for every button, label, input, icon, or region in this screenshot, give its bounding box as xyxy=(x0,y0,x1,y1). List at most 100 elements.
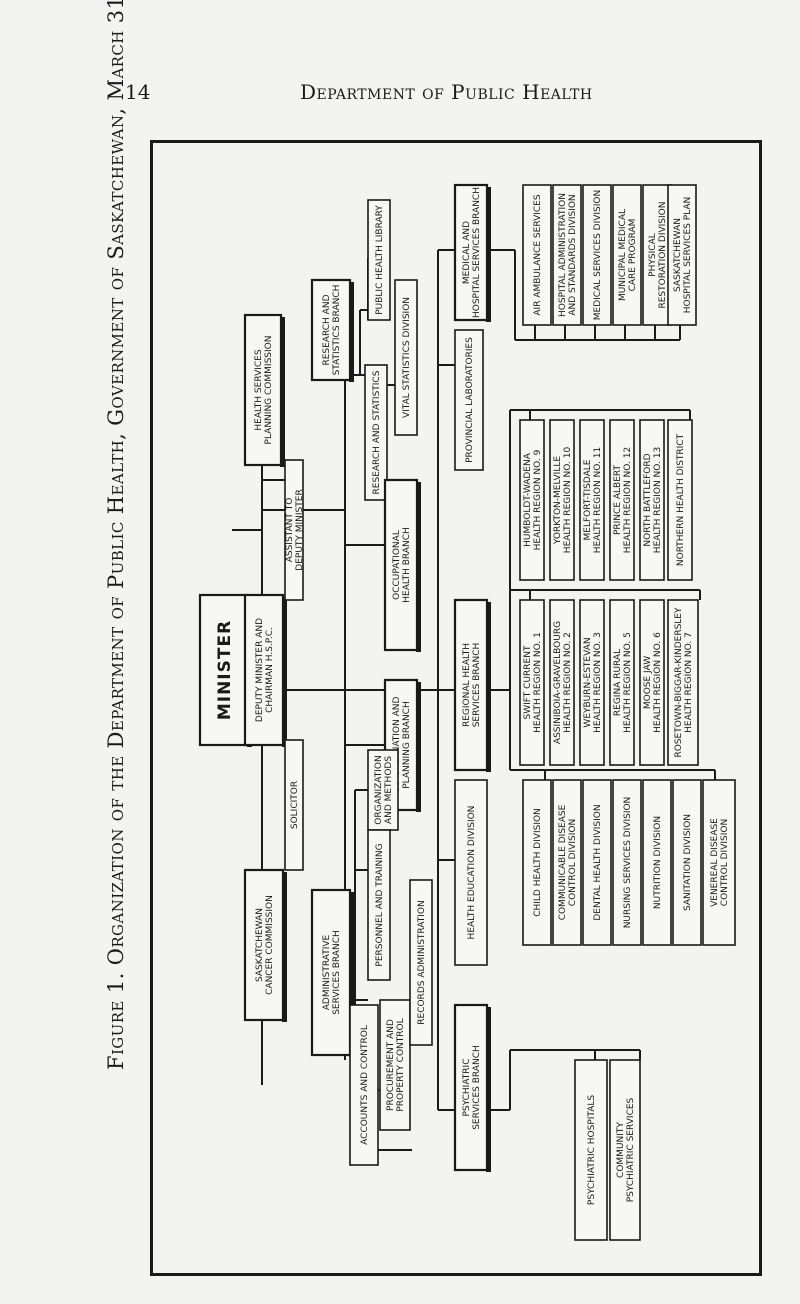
box-procurement-label-1: PROCUREMENT AND xyxy=(386,1019,396,1111)
box-regional-health-branch-label-2: SERVICES BRANCH xyxy=(472,643,482,728)
box-occupational-health-label-2: HEALTH BRANCH xyxy=(402,527,412,603)
box-deputy-minister-label-1: DEPUTY MINISTER AND xyxy=(255,618,265,722)
box-region-2-label-1: ASSINIBOIA-GRAVELBOURG xyxy=(553,621,563,744)
box-health-education-label-1: HEALTH EDUCATION DIVISION xyxy=(467,806,477,940)
box-medical-hospital-branch-label-2: HOSPITAL SERVICES BRANCH xyxy=(472,187,482,318)
box-solicitor: SOLICITOR xyxy=(284,739,304,871)
box-organization-methods-label-2: AND METHODS xyxy=(384,756,394,824)
box-cancer-commission-label-2: CANCER COMMISSION xyxy=(265,895,275,995)
box-research-branch-label-2: STATISTICS BRANCH xyxy=(332,285,342,376)
page-number: 14 xyxy=(125,80,151,104)
box-assistant-deputy-label-1: ASSISTANT TO xyxy=(285,498,295,563)
box-medical-services-outline xyxy=(582,184,612,326)
box-research-branch-shadow xyxy=(349,282,354,382)
box-region-11-label-1: MELFORT-TISDALE xyxy=(583,459,593,540)
box-accounts-control-outline xyxy=(349,1004,379,1166)
box-deputy-minister-outline xyxy=(243,593,285,747)
box-region-5-outline xyxy=(609,599,635,766)
box-sanitation-outline xyxy=(672,779,702,946)
box-region-12-label-2: HEALTH REGION NO. 12 xyxy=(623,447,633,553)
box-accounts-control: ACCOUNTS AND CONTROL xyxy=(349,1004,379,1166)
box-hspc-label-1: HEALTH SERVICES xyxy=(254,349,264,430)
box-deputy-minister-shadow xyxy=(282,597,287,747)
box-dental-health: DENTAL HEALTH DIVISION xyxy=(582,779,612,946)
box-region-13-label-2: HEALTH REGION NO. 13 xyxy=(653,447,663,553)
box-cancer-commission-outline xyxy=(243,868,285,1022)
box-child-health-label-1: CHILD HEALTH DIVISION xyxy=(533,808,543,917)
box-region-3-label-2: HEALTH REGION NO. 3 xyxy=(593,632,603,733)
box-psychiatric-branch-label-2: SERVICES BRANCH xyxy=(472,1045,482,1130)
box-region-9-outline xyxy=(519,419,545,581)
box-air-ambulance-outline xyxy=(522,184,552,326)
box-provincial-labs: PROVINCIAL LABORATORIES xyxy=(454,329,484,471)
box-nursing-services-label-1: NURSING SERVICES DIVISION xyxy=(623,797,633,929)
box-hospital-admin-label-1: HOSPITAL ADMINISTRATION xyxy=(558,193,568,317)
box-sanitation: SANITATION DIVISION xyxy=(672,779,702,946)
box-municipal-medical-outline xyxy=(612,184,642,326)
box-region-13-outline xyxy=(639,419,665,581)
box-region-1-outline xyxy=(519,599,545,766)
chart-frame xyxy=(150,140,762,1276)
box-procurement-outline xyxy=(379,999,411,1131)
box-region-9-label-1: HUMBOLDT-WADENA xyxy=(523,452,533,547)
box-vital-statistics-label-1: VITAL STATISTICS DIVISION xyxy=(402,297,412,418)
box-psychiatric-hospitals: PSYCHIATRIC HOSPITALS xyxy=(574,1059,608,1241)
box-psychiatric-hospitals-outline xyxy=(574,1059,608,1241)
box-air-ambulance: AIR AMBULANCE SERVICES xyxy=(522,184,552,326)
box-hospital-plan-label-2: HOSPITAL SERVICES PLAN xyxy=(683,197,693,314)
box-region-7-label-2: HEALTH REGION NO. 7 xyxy=(684,632,694,733)
box-region-6-label-2: HEALTH REGION NO. 6 xyxy=(653,632,663,733)
box-personnel-training-label-1: PERSONNEL AND TRAINING xyxy=(375,843,385,966)
box-region-6-outline xyxy=(639,599,665,766)
box-health-education-outline xyxy=(454,779,488,966)
box-region-5-label-2: HEALTH REGION NO. 5 xyxy=(623,632,633,733)
box-personnel-training-outline xyxy=(367,829,391,981)
box-region-12-label-1: PRINCE ALBERT xyxy=(613,464,623,535)
box-community-psychiatric-outline xyxy=(609,1059,641,1241)
box-coordination-planning-label-1: CO-ORDINATION AND xyxy=(392,696,402,793)
box-region-11-outline xyxy=(579,419,605,581)
box-region-2-label-2: HEALTH REGION NO. 2 xyxy=(563,632,573,733)
box-nutrition: NUTRITION DIVISION xyxy=(642,779,672,946)
box-hospital-admin-outline xyxy=(552,184,582,326)
box-records-admin: RECORDS ADMINISTRATION xyxy=(409,879,433,1046)
box-health-education: HEALTH EDUCATION DIVISION xyxy=(454,779,488,966)
box-research-and-statistics-outline xyxy=(364,364,388,501)
box-psychiatric-branch-shadow xyxy=(486,1007,491,1172)
box-medical-services-label-1: MEDICAL SERVICES DIVISION xyxy=(593,190,603,320)
box-research-and-statistics-label-1: RESEARCH AND STATISTICS xyxy=(372,370,382,494)
box-vital-statistics-outline xyxy=(394,279,418,436)
box-communicable-disease-outline xyxy=(552,779,582,946)
box-occupational-health-shadow xyxy=(416,482,421,652)
box-deputy-minister-label-2: CHAIRMAN H.S.P.C. xyxy=(265,627,275,713)
box-northern-district-label-1: NORTHERN HEALTH DISTRICT xyxy=(676,433,686,566)
box-communicable-disease-label-2: CONTROL DIVISION xyxy=(568,819,578,906)
box-region-7-label-1: ROSETOWN-BIGGAR-KINDERSLEY xyxy=(674,607,684,758)
box-municipal-medical-label-1: MUNICIPAL MEDICAL xyxy=(618,209,628,301)
box-records-admin-label-1: RECORDS ADMINISTRATION xyxy=(417,900,427,1024)
box-child-health: CHILD HEALTH DIVISION xyxy=(522,779,552,946)
box-provincial-labs-label-1: PROVINCIAL LABORATORIES xyxy=(465,337,475,463)
box-research-branch-outline xyxy=(310,278,352,382)
box-medical-hospital-branch-label-1: MEDICAL AND xyxy=(462,221,472,284)
box-region-10-outline xyxy=(549,419,575,581)
box-admin-services-shadow xyxy=(349,892,354,1057)
box-coordination-planning-shadow xyxy=(416,682,421,812)
